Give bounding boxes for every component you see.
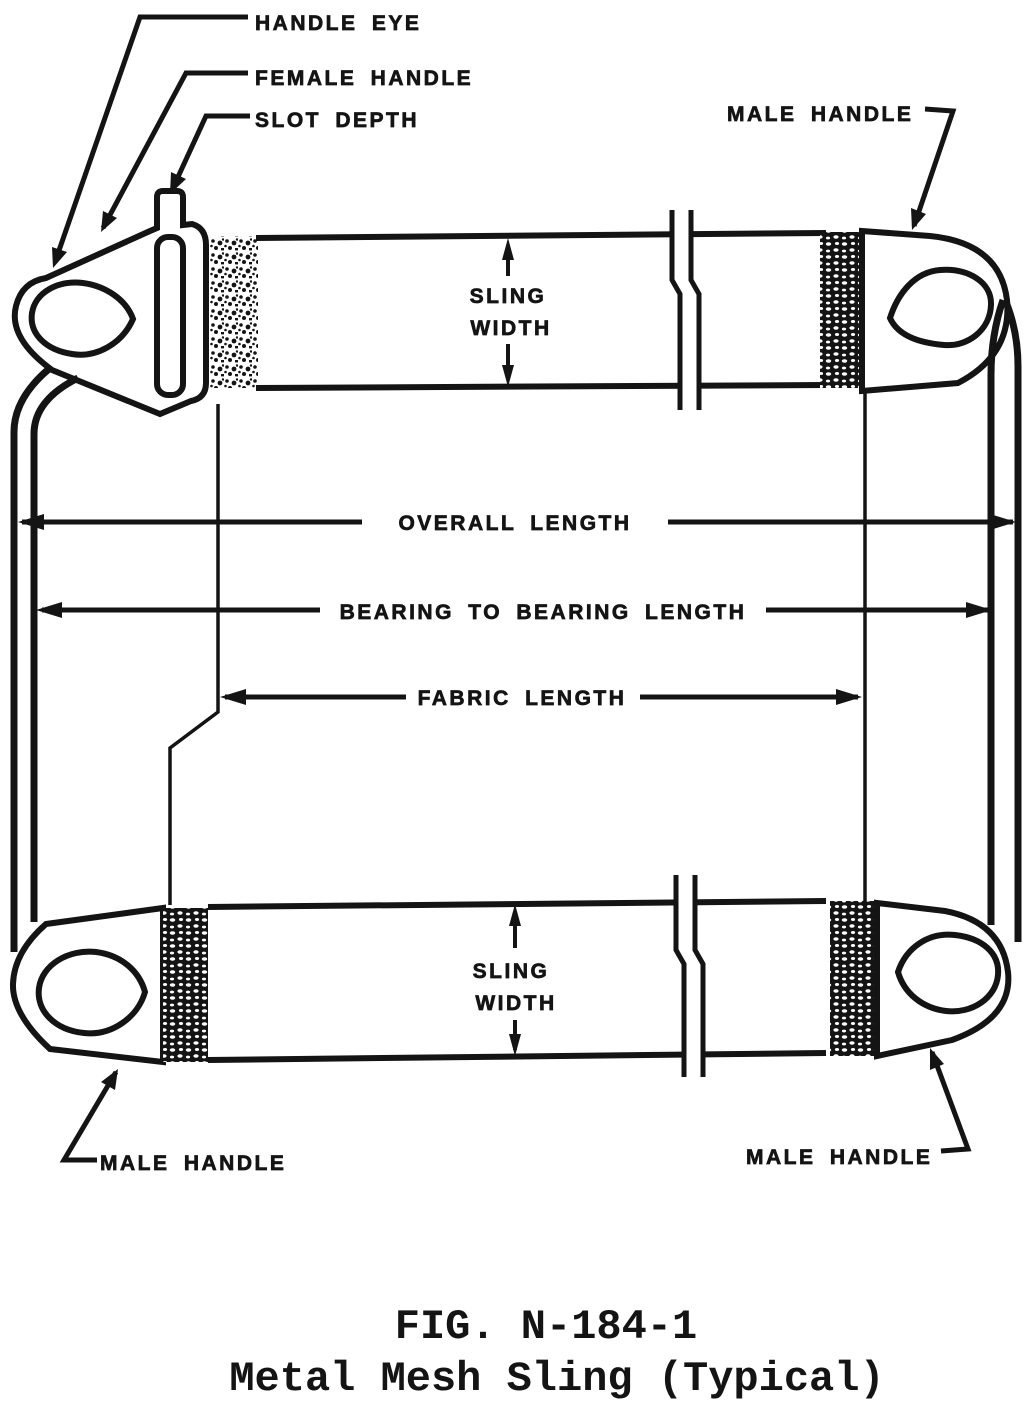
male-handle-top-right-leader (911, 106, 957, 227)
left-inner-edge (30, 374, 80, 922)
top-sling-assembly (11, 188, 1011, 418)
male-handle-top-right-leader-arrow (911, 208, 926, 230)
female-handle-leader-arrow (101, 211, 117, 232)
fabric-length-label: FABRIC LENGTH (418, 687, 627, 710)
overall-length-arrow-left (18, 514, 44, 530)
female-handle-leader (100, 70, 248, 230)
sling-width-bottom-arrowhead-down (509, 1034, 521, 1056)
male-handle-bottom-left-label: MALE HANDLE (100, 1152, 286, 1175)
figure-number: FIG. N-184-1 (395, 1303, 697, 1351)
overall-length-label: OVERALL LENGTH (398, 512, 631, 535)
fabric-bottom-edge-lower (207, 1050, 827, 1063)
overall-length-arrow-right (990, 514, 1016, 530)
bearing-to-bearing-length-label: BEARING TO BEARING LENGTH (340, 601, 747, 624)
sling-width-top-arrowhead-up (502, 238, 514, 260)
handle-eye-top-right (886, 266, 995, 349)
bearing-length-arrow-right (966, 602, 992, 618)
fabric-bottom-edge-upper (207, 898, 827, 910)
fabric-length-extension-left (168, 404, 220, 905)
left-outer-edge (10, 365, 53, 952)
fabric-break-mask-top (672, 210, 699, 410)
fabric-top-edge-upper (255, 230, 827, 241)
slot-depth-leader (169, 113, 250, 192)
mesh-band-top-right (820, 232, 865, 388)
handle-eye-leader-arrow (52, 247, 67, 268)
fabric-length-arrow-left (220, 689, 246, 705)
fabric-break-line-top-left (669, 210, 683, 410)
sling-width-top-label-line1: SLING (470, 285, 547, 308)
handle-eye-top-left (28, 279, 137, 358)
male-handle-top-right-label: MALE HANDLE (727, 103, 913, 126)
fabric-break-line-bottom-left (673, 875, 687, 1077)
male-handle-bottom-left-leader-arrow (101, 1069, 118, 1090)
figure-caption: FIG. N-184-1 Metal Mesh Sling (Typical) (229, 1303, 884, 1401)
label-texts: HANDLE EYE FEMALE HANDLE SLOT DEPTH MALE… (100, 12, 932, 1176)
dimension-lines (18, 238, 1016, 1056)
fabric-break-mask-bottom (676, 875, 703, 1077)
right-inner-edge (987, 298, 1007, 925)
female-handle-slot (154, 234, 186, 398)
fabric-break-line-bottom-right (692, 875, 706, 1077)
mesh-band-bottom-left (163, 908, 208, 1062)
mesh-band-bottom-right (830, 901, 877, 1056)
sling-width-bottom-arrowhead-up (509, 904, 521, 926)
male-handle-bottom-right-leader-arrow (930, 1048, 944, 1070)
slot-depth-label: SLOT DEPTH (255, 109, 419, 132)
female-handle-label: FEMALE HANDLE (255, 67, 473, 90)
handle-eye-leader (52, 14, 248, 263)
handle-eye-label: HANDLE EYE (255, 12, 421, 35)
mesh-band-top-left (210, 236, 258, 388)
sling-width-top-label-line2: WIDTH (470, 317, 551, 340)
male-handle-bottom-left-leader (59, 1070, 119, 1163)
right-outer-edge (1002, 300, 1022, 942)
bottom-sling-assembly (9, 875, 1012, 1077)
handle-eye-bottom-left (35, 948, 149, 1037)
bearing-length-arrow-left (36, 602, 62, 618)
fabric-break-line-top-right (688, 210, 702, 410)
figure-title: Metal Mesh Sling (Typical) (229, 1355, 884, 1401)
fabric-length-arrow-right (836, 689, 862, 705)
slot-depth-leader-arrow (170, 172, 186, 194)
fabric-top-edge-lower (255, 382, 827, 391)
sling-width-bottom-label-line2: WIDTH (475, 992, 556, 1015)
handle-eye-bottom-right (894, 931, 1002, 1015)
male-handle-bottom-right-label: MALE HANDLE (746, 1146, 932, 1169)
sling-width-bottom-label-line1: SLING (473, 960, 550, 983)
sling-width-top-arrowhead-down (502, 365, 514, 387)
male-handle-bottom-right-leader (929, 1051, 972, 1154)
sling-side-edges (10, 298, 1022, 952)
leader-lines (52, 14, 972, 1163)
